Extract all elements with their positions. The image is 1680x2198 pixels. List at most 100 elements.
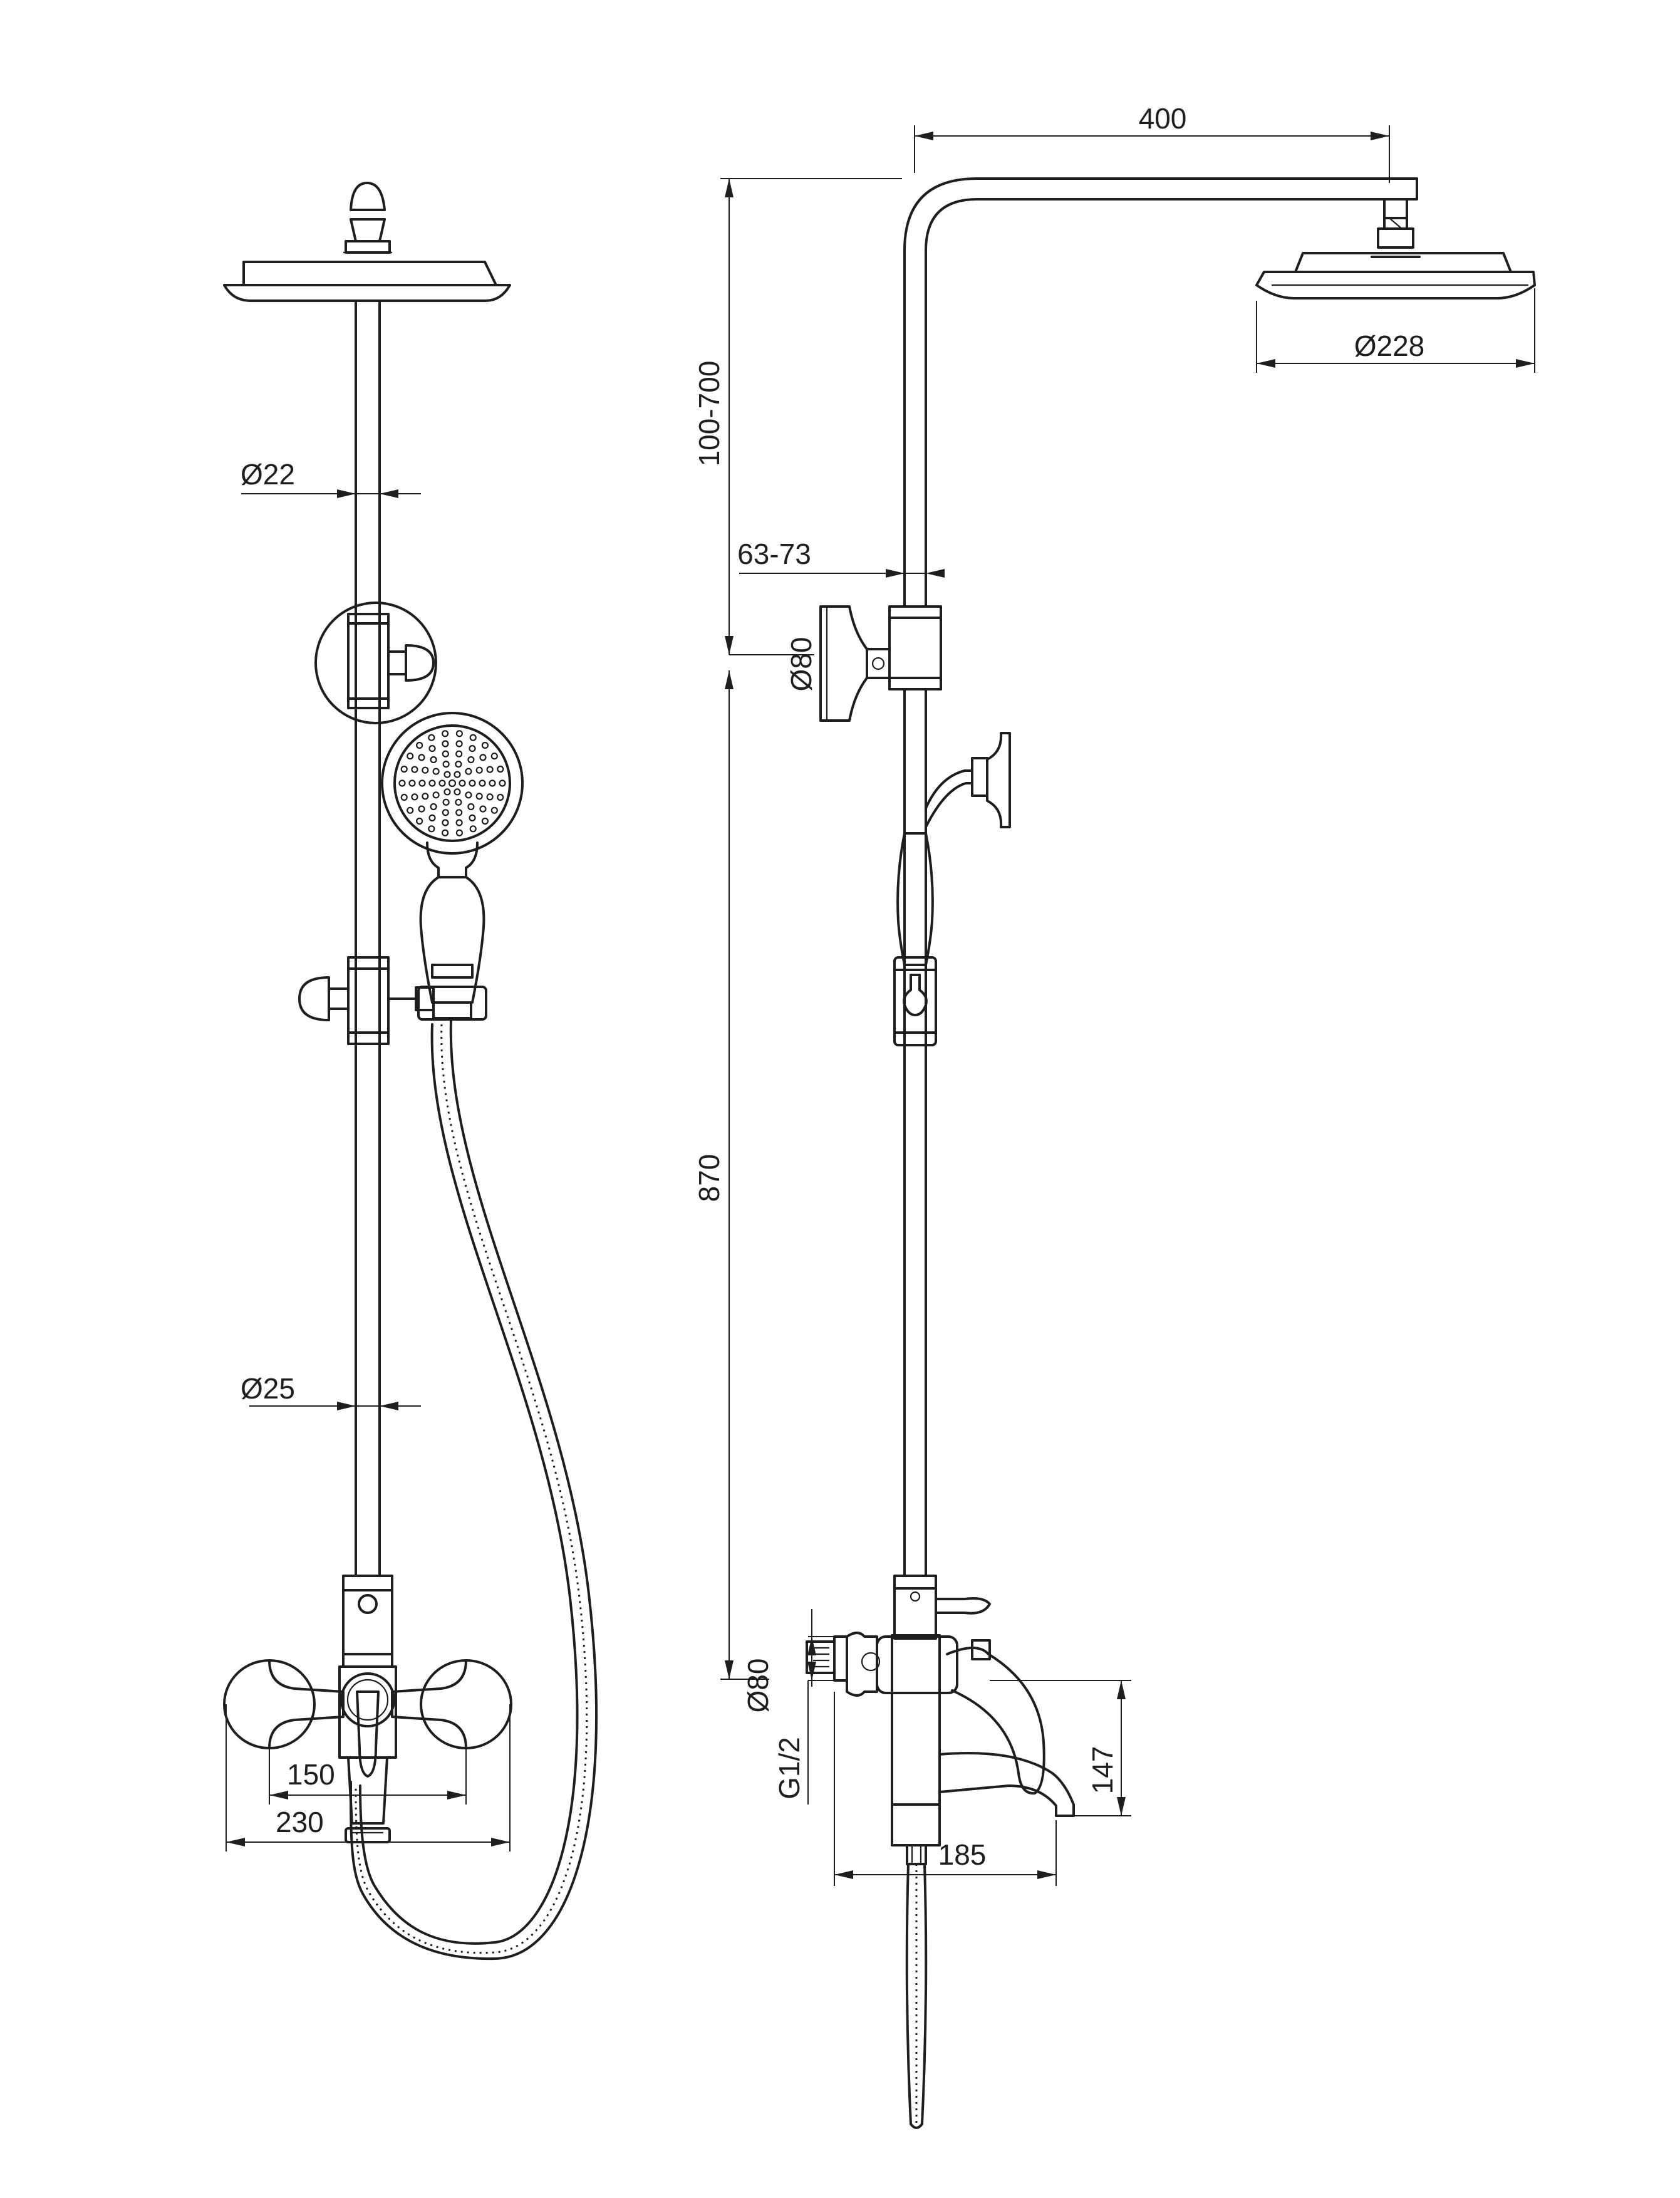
side-view: 400 Ø228 100-700 63-73 Ø80 <box>693 102 1536 2129</box>
hand-shower-nozzle <box>479 805 487 813</box>
hand-shower-nozzle <box>469 734 477 741</box>
hand-shower-nozzle <box>407 753 414 760</box>
hand-shower-nozzle <box>481 741 489 749</box>
hand-shower-nozzle <box>442 798 450 806</box>
hand-shower-nozzle <box>469 825 477 833</box>
hand-shower-nozzle <box>490 806 498 814</box>
hand-shower-nozzle <box>497 765 504 773</box>
side-rain-shower-head <box>1255 198 1536 299</box>
dim-mixer-inner-width: 150 <box>287 1758 335 1791</box>
hand-shower-nozzle <box>442 760 450 768</box>
hand-shower-nozzle <box>422 793 429 800</box>
dim-mixer-outer-width: 230 <box>276 1806 324 1838</box>
hand-shower-nozzle <box>455 809 463 816</box>
dim-rail-top-diameter: Ø22 <box>241 458 295 491</box>
hand-shower-nozzle <box>415 741 423 749</box>
hand-shower-nozzle <box>408 779 416 787</box>
hand-shower-nozzle <box>428 814 436 822</box>
hand-shower-nozzle <box>430 803 437 811</box>
hand-shower-nozzle <box>475 766 483 774</box>
hand-shower-nozzle <box>442 750 449 758</box>
hand-shower-nozzle <box>400 793 408 801</box>
hand-shower-nozzle <box>398 779 406 787</box>
hand-shower-nozzle <box>430 756 437 764</box>
hand-shower-nozzle <box>499 779 506 787</box>
front-hand-shower <box>381 712 524 1021</box>
hand-shower-nozzle <box>415 817 423 825</box>
dim-spout-reach: 185 <box>938 1838 987 1871</box>
hand-shower-nozzle <box>418 805 425 813</box>
dim-upper-flange-diameter: Ø80 <box>785 637 817 692</box>
hand-shower-nozzle <box>448 779 457 788</box>
dim-height-adjust: 100-700 <box>693 361 725 467</box>
hand-shower-nozzle <box>481 817 489 825</box>
side-slider-holder <box>893 956 937 1046</box>
hand-shower-nozzle <box>459 779 466 787</box>
hand-shower-nozzle <box>422 766 429 774</box>
front-bath-mixer <box>223 1575 512 1843</box>
dim-arm-reach: 400 <box>1139 102 1187 135</box>
hand-shower-nozzle <box>465 768 472 775</box>
hand-shower-nozzle <box>411 766 418 773</box>
dim-head-diameter: Ø228 <box>1354 330 1425 362</box>
hand-shower-nozzle <box>428 825 435 833</box>
hand-shower-nozzle <box>455 819 463 826</box>
hand-shower-nozzle <box>490 753 498 760</box>
hand-shower-nozzle <box>479 779 486 787</box>
hand-shower-nozzle <box>469 814 476 822</box>
hand-shower-nozzle <box>442 819 449 826</box>
side-dimensions: 400 Ø228 100-700 63-73 Ø80 <box>693 102 1535 1886</box>
hand-shower-nozzle <box>454 788 461 796</box>
hand-shower-nozzle <box>455 829 464 836</box>
hand-shower-nozzle <box>486 766 494 773</box>
front-dimensions: Ø22 Ø25 150 230 <box>226 458 511 1852</box>
hand-shower-nozzle <box>479 754 487 761</box>
front-rain-shower-head <box>223 182 511 302</box>
hand-shower-nozzle <box>469 744 476 753</box>
hand-shower-nozzle <box>455 730 464 737</box>
hand-shower-nozzle <box>469 779 476 787</box>
hand-shower-nozzle <box>443 771 451 778</box>
dim-mixer-height: 147 <box>1086 1746 1119 1794</box>
hand-shower-nozzle <box>432 791 440 799</box>
hand-shower-nozzle <box>455 760 462 768</box>
front-flexible-hose <box>350 1019 598 1961</box>
hand-shower-nozzle <box>443 788 451 796</box>
hand-shower-nozzle <box>400 765 408 773</box>
hand-shower-nozzle <box>497 793 504 801</box>
side-riser-and-arm <box>903 177 1418 1577</box>
hand-shower-nozzle <box>489 779 496 787</box>
hand-shower-nozzle <box>428 744 436 753</box>
side-hand-shower <box>896 732 1011 966</box>
hand-shower-nozzle <box>454 771 461 778</box>
front-slide-rail <box>355 299 381 1577</box>
front-view: Ø22 Ø25 150 230 <box>223 182 598 1961</box>
hand-shower-nozzle <box>428 734 435 741</box>
hand-shower-nozzle <box>432 768 440 775</box>
hand-shower-nozzle <box>418 754 425 761</box>
hand-shower-nozzle <box>442 809 449 816</box>
side-upper-wall-flange <box>819 605 942 722</box>
hand-shower-nozzle <box>411 793 418 801</box>
hand-shower-nozzle <box>465 791 472 799</box>
front-slider-holder <box>298 956 435 1045</box>
hand-shower-nozzle <box>486 793 494 801</box>
hand-shower-nozzle <box>475 793 483 800</box>
front-upper-wall-bracket <box>314 602 437 724</box>
side-bath-mixer <box>806 1575 1075 1865</box>
dim-lower-flange-diameter: Ø80 <box>742 1659 774 1713</box>
dim-bracket-offset: 63-73 <box>737 538 811 570</box>
dim-rail-height: 870 <box>693 1154 725 1202</box>
hand-shower-nozzle <box>441 730 449 737</box>
side-hose <box>905 1863 928 2129</box>
hand-shower-nozzle <box>442 740 449 747</box>
hand-shower-nozzle <box>441 829 449 836</box>
dim-inlet-thread: G1/2 <box>773 1737 806 1800</box>
hand-shower-nozzle <box>438 779 446 787</box>
hand-shower-nozzle <box>455 740 463 747</box>
hand-shower-nozzle <box>407 806 414 814</box>
hand-shower-nozzle <box>455 798 462 806</box>
hand-shower-nozzle <box>467 756 475 764</box>
hand-shower-nozzle <box>428 779 436 787</box>
